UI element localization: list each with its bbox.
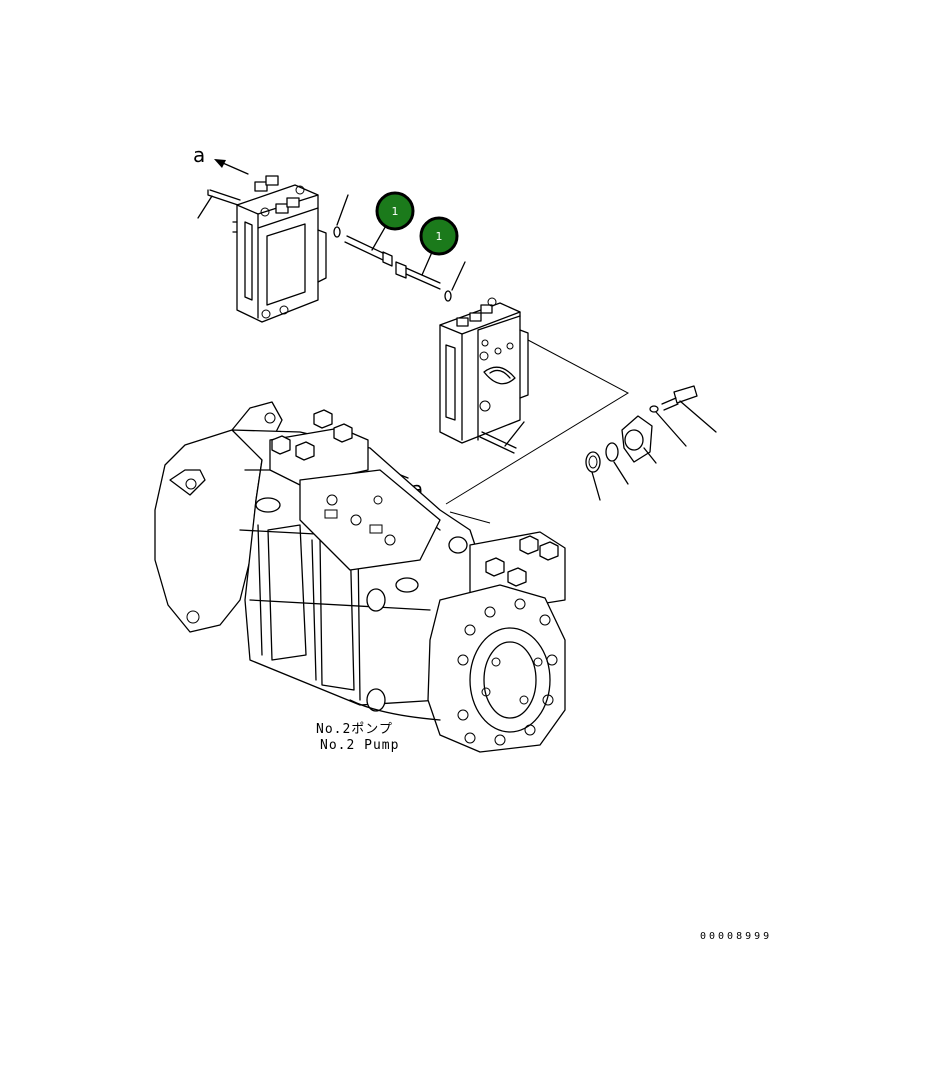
callout-badge-1a[interactable]: 1: [375, 191, 415, 231]
ref-letter-a-upper: a: [193, 143, 205, 167]
hardware-right: [585, 385, 717, 501]
assembly-leaders: [445, 339, 630, 524]
hardware-upper: [333, 194, 466, 302]
svg-text:1: 1: [392, 205, 399, 218]
svg-text:1: 1: [436, 230, 443, 243]
pump-label-en: No.2 Pump: [320, 738, 399, 753]
pump-label: No.2ポンプ No.2 Pump: [316, 722, 399, 753]
pump-assembly: [154, 401, 566, 753]
lower-valve-block: [439, 297, 529, 454]
upper-valve-block: [197, 175, 327, 323]
callout-badge-1b[interactable]: 1: [419, 216, 459, 256]
pump-label-jp: No.2ポンプ: [316, 722, 393, 737]
ref-arrow-a-upper: a: [193, 143, 249, 175]
drawing-code: 00008999: [700, 931, 772, 942]
